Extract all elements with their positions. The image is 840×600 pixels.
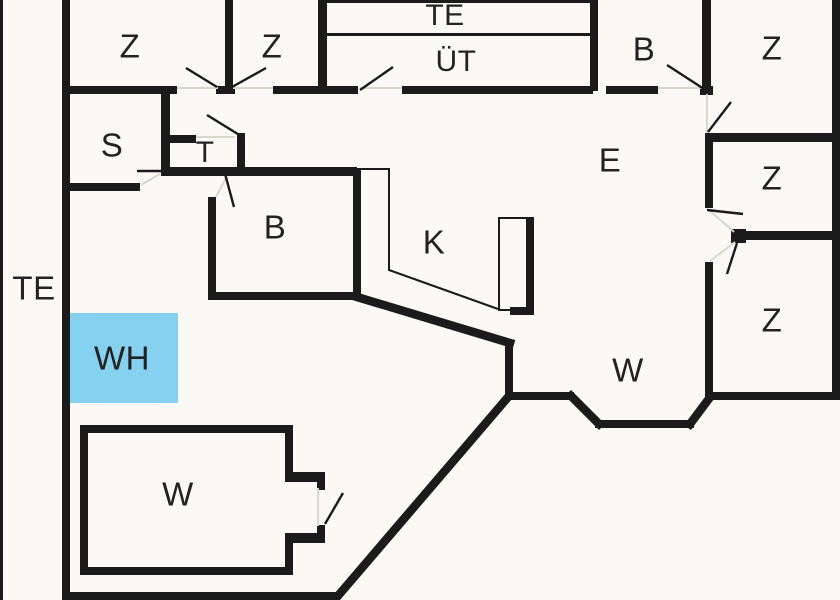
room-highlight-wh[interactable] (70, 313, 178, 403)
door-openings (140, 87, 736, 526)
thin-partition-lines (358, 168, 527, 311)
door-leaves (137, 63, 744, 525)
diagonal-walls (331, 291, 717, 600)
